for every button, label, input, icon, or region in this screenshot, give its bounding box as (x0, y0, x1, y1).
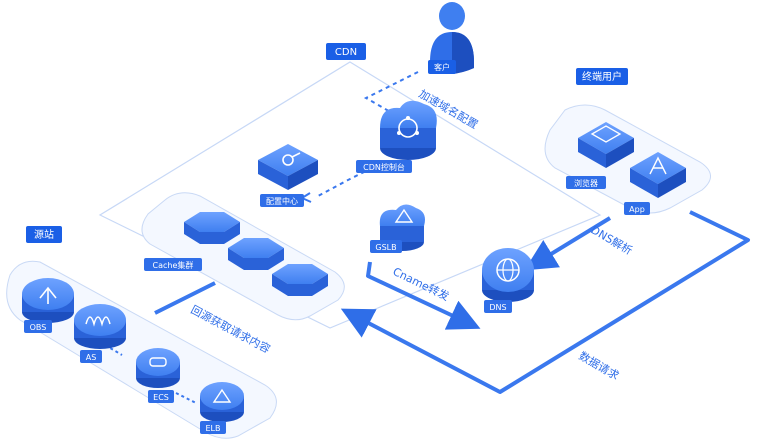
end-user-tag-label: 终端用户 (582, 70, 622, 83)
end-user-tag (576, 68, 628, 85)
browser-label: 浏览器 (574, 178, 598, 188)
origin-tag (26, 226, 62, 243)
gslb-label: GSLB (375, 243, 396, 252)
customer-label: 客户 (434, 62, 450, 72)
cname-forward-flow-label: Cname转发 (391, 264, 452, 303)
app-label: App (629, 205, 645, 214)
origin-tag-label: 源站 (34, 228, 54, 241)
cache-node-3 (272, 264, 328, 296)
cname-forward-line (366, 261, 481, 330)
elb-icon (200, 382, 244, 422)
fetch-origin-flow-label: 回源获取请求内容 (189, 302, 273, 356)
as-label: AS (86, 353, 97, 362)
app-icon (630, 152, 686, 198)
cache-node-2 (228, 238, 284, 270)
dns-icon (482, 248, 534, 302)
cdn-console-label: CDN控制台 (363, 162, 405, 172)
dns-resolve-line (524, 216, 612, 271)
data-request-line (340, 210, 750, 394)
fetch-origin-line (154, 281, 216, 315)
elb-label: ELB (206, 424, 221, 433)
config-center-icon (258, 144, 318, 190)
obs-label: OBS (30, 323, 47, 332)
cdn-console-icon (380, 100, 437, 160)
obs-icon (22, 278, 74, 323)
as-icon (74, 304, 126, 349)
cdn-tag (326, 43, 366, 60)
ecs-icon (136, 348, 180, 388)
cache-cluster-label: Cache集群 (153, 260, 194, 270)
cdn-tag-label: CDN (335, 47, 357, 58)
cdn-region-outline (98, 61, 602, 329)
dns-label: DNS (489, 303, 506, 312)
data-request-flow-label: 数据请求 (577, 348, 622, 382)
config-center-label: 配置中心 (266, 196, 298, 206)
browser-icon (578, 122, 634, 168)
ecs-label: ECS (153, 393, 169, 402)
cache-node-1 (184, 212, 240, 244)
dns-resolve-flow-label: DNS解析 (589, 222, 636, 257)
